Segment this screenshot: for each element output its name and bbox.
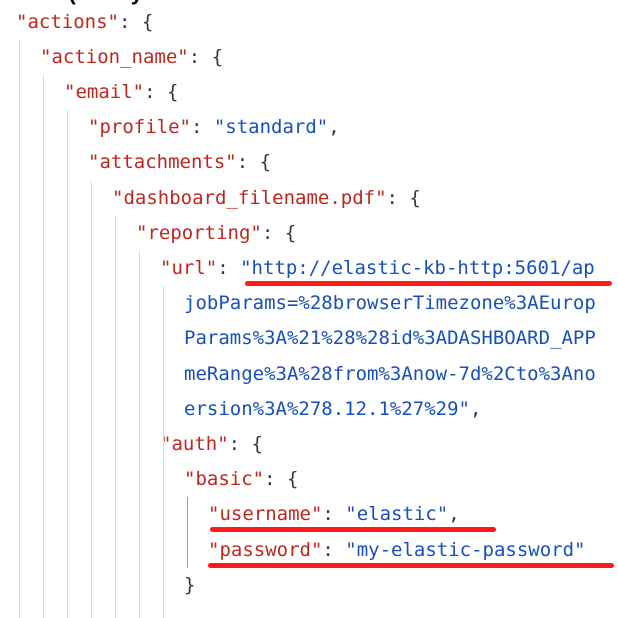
json-string: ersion%3A%278.12.1%27%29" — [184, 397, 470, 420]
json-punctuation: : { — [188, 45, 224, 68]
code-line: "password": "my-elastic-password" — [208, 533, 586, 568]
json-string: jobParams=%28browserTimezone%3AEurop — [184, 292, 596, 315]
json-key: "email" — [64, 80, 145, 103]
code-line: "dashboard_filename.pdf": { — [112, 181, 421, 216]
code-line: "username": "elastic", — [208, 497, 460, 532]
code-line: jobParams=%28browserTimezone%3AEurop — [184, 286, 596, 321]
json-key: "auth" — [160, 432, 229, 455]
indent-guide — [139, 250, 140, 618]
json-string: "standard" — [213, 116, 329, 139]
json-string: meRange%3A%28from%3Anow-7d%2Cto%3Ano — [184, 362, 596, 385]
json-string: "elastic" — [345, 503, 449, 526]
json-punctuation: : — [190, 116, 214, 139]
code-line: "auth": { — [160, 427, 263, 462]
json-key: "dashboard_filename.pdf" — [112, 186, 387, 209]
json-punctuation: , — [469, 397, 482, 420]
json-punctuation: , — [328, 116, 340, 139]
json-key: "profile" — [88, 116, 191, 139]
username-underline — [210, 527, 496, 533]
json-punctuation: : — [322, 503, 346, 526]
json-key: "url" — [160, 256, 218, 279]
indent-guide — [43, 74, 44, 618]
code-line: "action_name": { — [40, 40, 223, 75]
json-string: "my-elastic-password" — [345, 538, 586, 561]
json-punctuation: : { — [228, 432, 263, 455]
json-punctuation: : — [217, 256, 241, 279]
json-key: "basic" — [184, 468, 265, 491]
code-line: "profile": "standard", — [88, 110, 340, 145]
json-key: "attachments" — [88, 151, 237, 174]
indent-guide — [19, 39, 20, 618]
code-line: Params%3A%21%28%28id%3ADASHBOARD_APP — [184, 321, 596, 356]
json-punctuation: : { — [236, 151, 272, 174]
json-punctuation: } — [184, 573, 196, 596]
json-punctuation: : — [322, 538, 346, 561]
code-line: } — [184, 568, 195, 603]
json-key: "username" — [208, 503, 323, 526]
url-underline — [245, 280, 612, 286]
indent-guide — [67, 110, 68, 618]
code-line: "actions": { — [16, 5, 153, 40]
password-underline — [208, 562, 614, 568]
json-punctuation: : { — [261, 221, 297, 244]
json-punctuation: : { — [386, 186, 421, 209]
indent-guide — [91, 180, 92, 618]
code-line: "url": "http://elastic-kb-http:5601/ap — [160, 251, 595, 286]
json-key: "reporting" — [136, 221, 262, 244]
json-punctuation: , — [448, 503, 460, 526]
json-string: Params%3A%21%28%28id%3ADASHBOARD_APP — [184, 327, 596, 350]
code-line: "email": { — [64, 75, 178, 110]
header-text: rosoft (API syntax — [0, 0, 188, 10]
json-key: "password" — [208, 538, 323, 561]
code-line: ersion%3A%278.12.1%27%29", — [184, 392, 481, 427]
code-line: "reporting": { — [136, 216, 296, 251]
indent-guide — [115, 215, 116, 618]
code-line: "attachments": { — [88, 145, 271, 180]
code-line: "basic": { — [184, 462, 298, 497]
json-punctuation: : { — [144, 80, 179, 103]
json-key: "action_name" — [40, 45, 189, 68]
indent-guide — [163, 286, 164, 618]
json-key: "actions" — [16, 10, 119, 33]
code-line: meRange%3A%28from%3Anow-7d%2Cto%3Ano — [184, 357, 596, 392]
json-punctuation: : { — [118, 10, 154, 33]
indent-guide — [187, 497, 188, 568]
json-string: "http://elastic-kb-http:5601/ap — [240, 256, 595, 279]
json-punctuation: : { — [264, 468, 299, 491]
